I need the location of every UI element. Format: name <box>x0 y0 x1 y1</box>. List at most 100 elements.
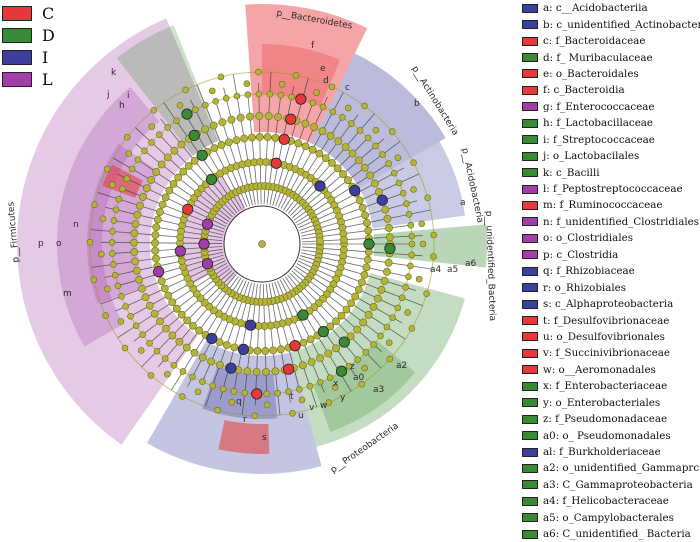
leaf-node <box>162 324 170 333</box>
leaf-node <box>109 228 116 235</box>
leaf-node <box>115 195 123 203</box>
significant-node <box>285 113 297 125</box>
clade-letter-d: d <box>323 76 329 86</box>
taxon-swatch <box>522 184 538 194</box>
clade-letter-a4: a4 <box>430 265 442 275</box>
leaf-node <box>381 205 390 214</box>
leaf-node <box>161 193 170 202</box>
leaf-node <box>158 200 167 209</box>
taxon-swatch <box>522 431 538 441</box>
taxa-legend-item: n: f_unidentified_Clostridiales <box>522 214 699 230</box>
leaf-node <box>209 382 216 389</box>
leaf-node <box>147 176 156 184</box>
taxon-swatch <box>522 398 538 408</box>
leaf-node <box>408 240 416 248</box>
leaf-node <box>298 361 307 370</box>
leaf-node <box>359 318 368 327</box>
leaf-node <box>348 120 355 127</box>
leaf-node <box>318 127 327 136</box>
leaf-node <box>384 258 393 267</box>
leaf-node <box>90 276 98 284</box>
leaf-node <box>253 347 262 355</box>
taxa-legend-item: d: f_ Muribaculaceae <box>522 49 698 65</box>
leaf-node <box>117 318 125 325</box>
group-legend-item-d: D <box>2 24 94 46</box>
significant-node <box>201 218 214 230</box>
leaf-node <box>354 156 363 165</box>
leaf-node <box>130 238 138 247</box>
clade-letter-y: y <box>340 393 346 403</box>
leaf-node <box>301 142 310 151</box>
taxon-swatch <box>522 381 538 391</box>
leaf-node <box>165 186 174 195</box>
clade-letter-r: r <box>243 415 247 425</box>
taxon-label: k: c_Bacilli <box>543 166 600 179</box>
taxon-label: f: c_Bacteroidia <box>543 84 625 97</box>
leaf-node <box>164 370 171 378</box>
taxon-swatch <box>522 250 538 260</box>
taxa-legend-item: a5: o_Campylobacterales <box>522 510 698 526</box>
root-node <box>258 240 266 248</box>
leaf-node <box>233 92 241 100</box>
leaf-node <box>199 378 206 385</box>
leaf-node <box>169 179 178 188</box>
leaf-node <box>298 396 306 404</box>
taxon-swatch <box>522 200 538 210</box>
leaf-node <box>177 310 186 319</box>
leaf-node <box>212 98 219 105</box>
leaf-node <box>255 68 262 76</box>
clade-letter-v: v <box>309 403 315 413</box>
taxon-label: a: c__Acidobacteriia <box>543 2 648 15</box>
leaf-node <box>339 170 347 178</box>
leaf-node <box>407 262 414 270</box>
leaf-node <box>182 86 189 94</box>
leaf-node <box>341 143 350 152</box>
leaf-node <box>360 163 369 172</box>
clade-letter-z: z <box>350 362 355 372</box>
leaf-node <box>292 72 300 79</box>
leaf-node <box>319 103 327 111</box>
taxon-swatch <box>522 20 538 30</box>
leaf-node <box>362 218 371 227</box>
taxon-swatch <box>522 496 538 506</box>
leaf-node <box>344 176 352 185</box>
leaf-node <box>230 343 239 352</box>
leaf-node <box>194 388 202 396</box>
group-legend-item-c: C <box>2 2 94 24</box>
leaf-node <box>176 102 184 109</box>
leaf-node <box>408 232 416 240</box>
leaf-node <box>309 99 317 107</box>
leaf-node <box>274 389 281 397</box>
taxon-label: q: f_Rhizobiaceae <box>543 265 635 278</box>
taxon-label: b: c_unidentified_Actinobacter <box>543 18 700 31</box>
leaf-node <box>142 184 151 193</box>
leaf-node <box>131 257 140 266</box>
taxa-legend-item: z: f_Pseudomonadaceae <box>522 411 698 427</box>
clade-letter-k: k <box>111 68 117 78</box>
leaf-node <box>246 112 254 121</box>
leaf-node <box>227 115 236 124</box>
leaf-node <box>125 150 133 157</box>
leaf-node <box>269 346 278 355</box>
leaf-node <box>380 277 389 285</box>
leaf-node <box>241 389 249 397</box>
leaf-node <box>153 215 162 224</box>
leaf-node <box>153 347 161 355</box>
leaf-node <box>207 357 216 366</box>
leaf-node <box>362 263 371 272</box>
leaf-node <box>174 173 183 182</box>
leaf-node <box>228 398 236 406</box>
leaf-node <box>109 181 116 189</box>
taxa-legend-item: c: f_Bacteroidaceae <box>522 33 698 49</box>
leaf-node <box>252 367 261 376</box>
leaf-node <box>306 335 315 344</box>
leaf-node <box>182 343 191 352</box>
leaf-node <box>130 229 139 238</box>
leaf-node <box>394 154 402 162</box>
leaf-node <box>198 353 207 362</box>
leaf-node <box>216 360 224 369</box>
leaf-node <box>173 117 180 125</box>
leaf-node <box>152 254 160 263</box>
significant-node <box>251 388 263 400</box>
taxon-swatch <box>522 217 538 227</box>
